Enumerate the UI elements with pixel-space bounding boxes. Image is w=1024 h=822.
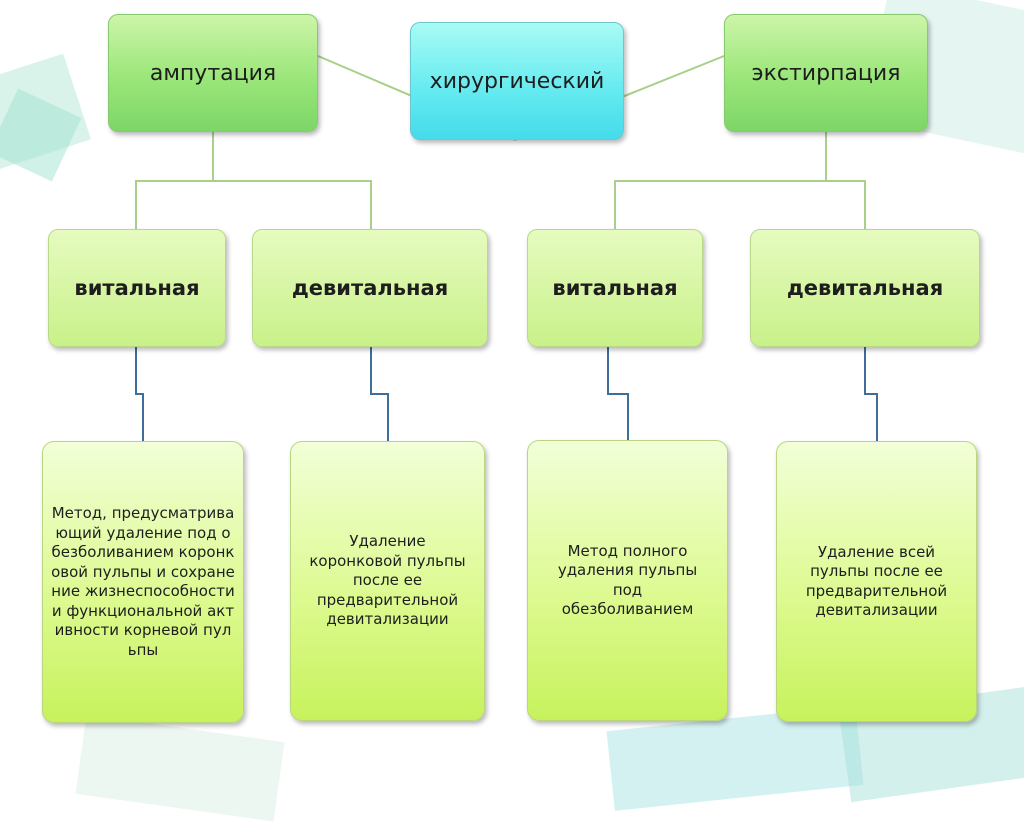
- extirpation-vital-description-box: Метод полного удаления пульпы под обезбо…: [527, 440, 728, 721]
- connector-line: [135, 347, 144, 441]
- surgical-box: хирургический: [410, 22, 624, 140]
- surgical-label: хирургический: [429, 68, 605, 94]
- amputation-vital-description-box: Метод, предусматривающий удаление под об…: [42, 441, 244, 723]
- connector-line: [370, 347, 389, 441]
- extirpation-devital-box: девитальная: [750, 229, 980, 347]
- amputation-devital-label: девитальная: [291, 276, 449, 300]
- amputation-vital-description: Метод, предусматривающий удаление под об…: [51, 504, 235, 659]
- connector-line: [864, 347, 878, 441]
- extirpation-devital-label: девитальная: [786, 276, 944, 300]
- extirpation-box: экстирпация: [724, 14, 928, 132]
- extirpation-vital-description: Метод полного удаления пульпы под обезбо…: [557, 541, 698, 619]
- extirpation-devital-description: Удаление всей пульпы после ее предварите…: [805, 542, 948, 620]
- connector-line: [135, 180, 372, 229]
- connector-line: [614, 180, 866, 229]
- extirpation-devital-description-box: Удаление всей пульпы после ее предварите…: [776, 441, 977, 722]
- amputation-label: ампутация: [149, 60, 277, 86]
- amputation-devital-description: Удаление коронковой пульпы после ее пред…: [309, 532, 466, 629]
- extirpation-vital-box: витальная: [527, 229, 703, 347]
- extirpation-vital-label: витальная: [552, 276, 678, 300]
- extirpation-label: экстирпация: [751, 60, 901, 86]
- connector-line: [607, 347, 629, 440]
- amputation-vital-label: витальная: [74, 276, 200, 300]
- amputation-vital-box: витальная: [48, 229, 226, 347]
- amputation-devital-description-box: Удаление коронковой пульпы после ее пред…: [290, 441, 485, 721]
- amputation-box: ампутация: [108, 14, 318, 132]
- amputation-devital-box: девитальная: [252, 229, 488, 347]
